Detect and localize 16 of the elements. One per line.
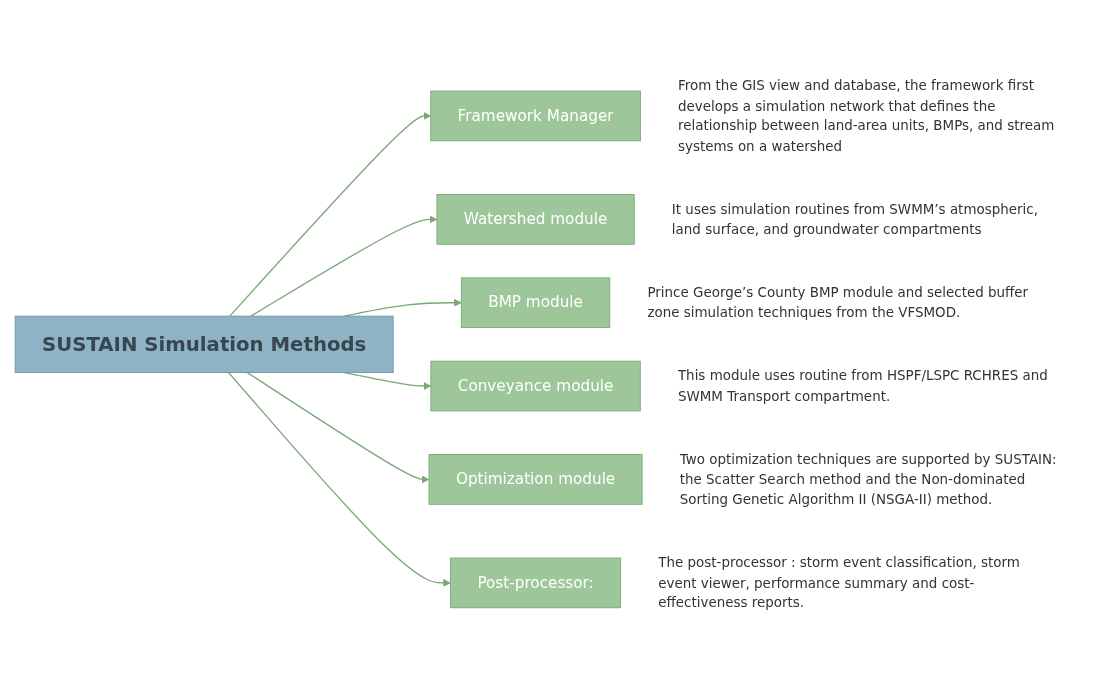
node-label: Prince George’s County BMP module and selected buffer zone simulation techniques from the VFSMOD.: [646, 283, 1028, 321]
arrow: [246, 371, 429, 483]
arrow: [227, 371, 451, 587]
node-box: Post-processor:: [449, 557, 621, 608]
node-label: The post-processor : storm event classification, storm event viewer, performance summary and cost-effectiveness reports.: [657, 554, 1020, 611]
arrow: [228, 111, 431, 317]
node-label: This module uses routine from HSPF/LSPC RCHRES and SWMM Transport compartment.: [677, 367, 1048, 404]
node-box: Optimization module: [428, 453, 643, 505]
node-label: From the GIS view and database, the framework first develops a simulation network that defines the relationship between land-area units, BMPs, and stream systems on a watershed: [677, 77, 1054, 154]
node-box: Watershed module: [435, 193, 635, 245]
node-box: SUSTAIN Simulation Methods: [14, 315, 394, 373]
node-label: It uses simulation routines from SWMM’s atmospheric, land surface, and groundwater compartments: [671, 200, 1038, 237]
node-box: Conveyance module: [429, 360, 641, 411]
node-box: Framework Manager: [429, 90, 641, 141]
node-box: BMP module: [460, 277, 610, 328]
node-label: Two optimization techniques are supported by SUSTAIN: the Scatter Search method and the Non-dominated Sorting Genetic Algorithm II (NSGA-II) method.: [679, 450, 1057, 508]
